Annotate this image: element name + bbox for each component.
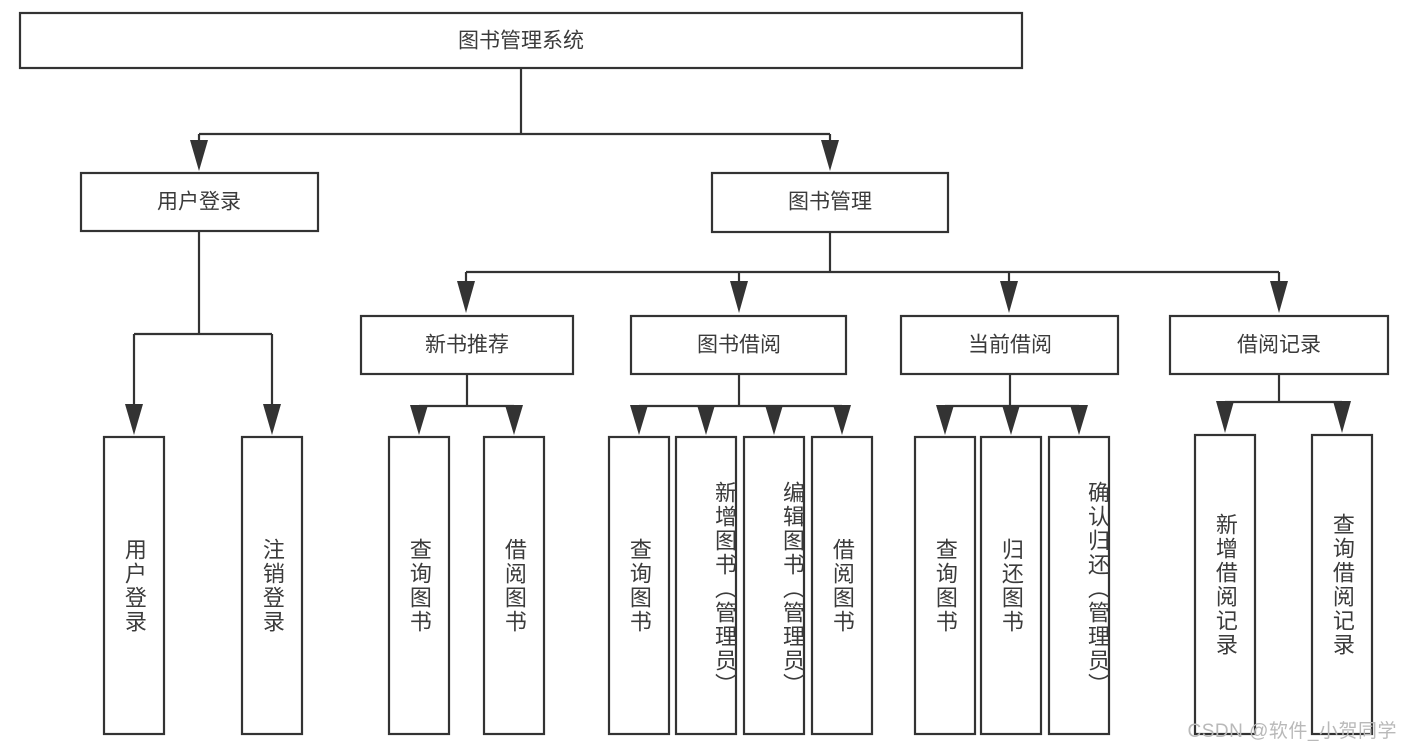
arrowhead-to-current-borrow (1000, 281, 1018, 313)
leaf-box-current-borrow-0[interactable] (913, 435, 977, 736)
leaf-box-current-borrow-2[interactable] (1047, 435, 1111, 736)
node-current-borrow-box[interactable] (899, 314, 1120, 376)
leaf-box-borrow-record-0[interactable] (1193, 433, 1257, 736)
node-book-borrow-label: 图书借阅 (697, 334, 781, 357)
node-root-box[interactable] (18, 11, 1024, 70)
arrowhead-newbook-leaf-1 (410, 405, 428, 435)
node-book-borrow-box[interactable] (629, 314, 848, 376)
arrowhead-currentborrow-leaf-2 (1002, 405, 1020, 435)
node-borrow-record-box[interactable] (1168, 314, 1390, 376)
arrowhead-userlogin-leaf-2 (263, 404, 281, 435)
arrowhead-userlogin-leaf-1 (125, 404, 143, 435)
arrowhead-bookborrow-leaf-2 (697, 405, 715, 435)
arrowhead-currentborrow-leaf-1 (936, 405, 954, 435)
node-new-book-label: 新书推荐 (425, 334, 509, 357)
leaf-box-book-borrow-3[interactable] (810, 435, 874, 736)
leaf-box-current-borrow-1[interactable] (979, 435, 1043, 736)
arrowhead-bookborrow-leaf-3 (765, 405, 783, 435)
leaf-box-user-login-1[interactable] (240, 435, 304, 736)
leaf-box-book-borrow-2[interactable] (742, 435, 806, 736)
node-book-manage-label: 图书管理 (788, 191, 872, 214)
leaf-box-book-borrow-0[interactable] (607, 435, 671, 736)
leaf-box-book-borrow-1[interactable] (674, 435, 738, 736)
node-root-label: 图书管理系统 (458, 30, 584, 53)
leaf-box-borrow-record-1[interactable] (1310, 433, 1374, 736)
arrowhead-borrowrecord-leaf-1 (1216, 401, 1234, 433)
node-book-manage-box[interactable] (710, 171, 950, 234)
node-current-borrow-label: 当前借阅 (968, 334, 1052, 357)
node-new-book-box[interactable] (359, 314, 575, 376)
node-borrow-record-label: 借阅记录 (1237, 334, 1321, 357)
arrowhead-bookborrow-leaf-4 (833, 405, 851, 435)
arrowhead-newbook-leaf-2 (505, 405, 523, 435)
leaf-box-user-login-0[interactable] (102, 435, 166, 736)
arrowhead-to-book-manage (821, 140, 839, 171)
leaf-box-new-book-1[interactable] (482, 435, 546, 736)
arrowhead-to-user-login (190, 140, 208, 171)
arrowhead-to-borrow-record (1270, 281, 1288, 313)
arrowhead-bookborrow-leaf-1 (630, 405, 648, 435)
arrowhead-to-new-book (457, 281, 475, 313)
arrowhead-currentborrow-leaf-3 (1070, 405, 1088, 435)
leaf-box-new-book-0[interactable] (387, 435, 451, 736)
arrowhead-borrowrecord-leaf-2 (1333, 401, 1351, 433)
node-user-login-label: 用户登录 (157, 191, 241, 214)
arrowhead-to-book-borrow (730, 281, 748, 313)
watermark-text: CSDN @软件_小贺同学 (1187, 721, 1397, 742)
